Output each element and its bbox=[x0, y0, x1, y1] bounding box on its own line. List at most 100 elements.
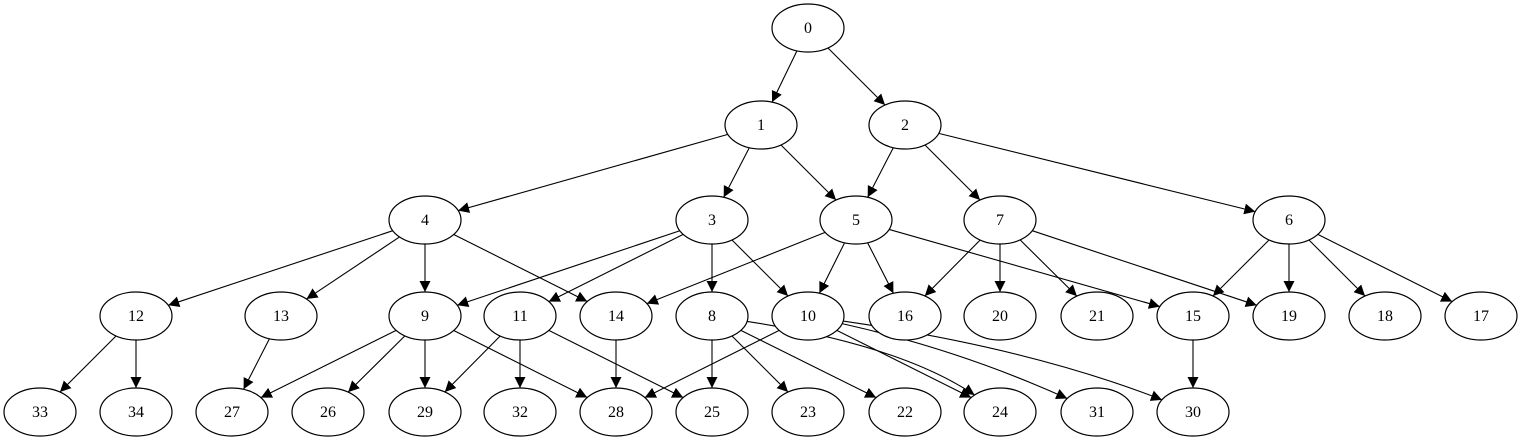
node-label: 10 bbox=[800, 308, 816, 325]
node-ellipse bbox=[868, 100, 942, 150]
edge-0-1 bbox=[771, 50, 798, 103]
node-ellipse bbox=[483, 387, 557, 437]
node-3: 3 bbox=[675, 195, 749, 245]
node-29: 29 bbox=[388, 387, 462, 437]
node-ellipse bbox=[1156, 387, 1230, 437]
node-label: 24 bbox=[992, 404, 1008, 421]
node-ellipse bbox=[963, 387, 1037, 437]
node-22: 22 bbox=[868, 387, 942, 437]
edge-3-9 bbox=[457, 230, 680, 307]
node-12: 12 bbox=[99, 291, 173, 341]
node-ellipse bbox=[3, 387, 77, 437]
edge-6-18 bbox=[1308, 239, 1366, 297]
node-ellipse bbox=[388, 195, 462, 245]
node-label: 26 bbox=[320, 404, 336, 421]
node-label: 33 bbox=[32, 404, 48, 421]
node-ellipse bbox=[675, 387, 749, 437]
edge-12-33 bbox=[59, 335, 117, 393]
node-ellipse bbox=[963, 291, 1037, 341]
node-ellipse bbox=[291, 387, 365, 437]
node-13: 13 bbox=[244, 291, 318, 341]
node-label: 6 bbox=[1285, 212, 1293, 229]
node-label: 21 bbox=[1089, 308, 1105, 325]
node-18: 18 bbox=[1348, 291, 1422, 341]
node-10: 10 bbox=[771, 291, 845, 341]
node-21: 21 bbox=[1060, 291, 1134, 341]
node-ellipse bbox=[868, 387, 942, 437]
node-34: 34 bbox=[99, 387, 173, 437]
edge-8-23 bbox=[731, 335, 789, 393]
node-label: 16 bbox=[897, 308, 913, 325]
node-24: 24 bbox=[963, 387, 1037, 437]
node-label: 5 bbox=[852, 212, 860, 229]
edge-4-14 bbox=[453, 233, 588, 303]
node-label: 8 bbox=[708, 308, 716, 325]
edge-2-6 bbox=[938, 132, 1256, 215]
node-label: 9 bbox=[421, 308, 429, 325]
node-ellipse bbox=[483, 291, 557, 341]
node-ellipse bbox=[1252, 291, 1326, 341]
edge-1-5 bbox=[780, 144, 837, 201]
edge-6-15 bbox=[1212, 239, 1270, 297]
node-ellipse bbox=[1060, 291, 1134, 341]
node-15: 15 bbox=[1156, 291, 1230, 341]
edge-10-28 bbox=[644, 329, 780, 399]
edge-10-24 bbox=[836, 329, 972, 399]
node-label: 12 bbox=[128, 308, 144, 325]
node-ellipse bbox=[1444, 291, 1518, 341]
node-25: 25 bbox=[675, 387, 749, 437]
edge-0-2 bbox=[827, 47, 886, 106]
node-8: 8 bbox=[675, 291, 749, 341]
node-ellipse bbox=[963, 195, 1037, 245]
edge-3-10 bbox=[731, 239, 789, 297]
node-ellipse bbox=[1252, 195, 1326, 245]
node-ellipse bbox=[99, 291, 173, 341]
node-label: 22 bbox=[897, 404, 913, 421]
node-label: 32 bbox=[512, 404, 528, 421]
edge-9-26 bbox=[347, 335, 406, 393]
node-30: 30 bbox=[1156, 387, 1230, 437]
node-label: 34 bbox=[128, 404, 144, 421]
edge-13-27 bbox=[243, 338, 270, 390]
node-label: 28 bbox=[608, 404, 624, 421]
node-ellipse bbox=[579, 387, 653, 437]
node-label: 4 bbox=[421, 212, 429, 229]
node-ellipse bbox=[244, 291, 318, 341]
edge-9-27 bbox=[260, 329, 397, 399]
node-label: 3 bbox=[708, 212, 716, 229]
node-17: 17 bbox=[1444, 291, 1518, 341]
edge-3-11 bbox=[548, 233, 684, 303]
edge-7-19 bbox=[1032, 230, 1257, 308]
node-1: 1 bbox=[724, 100, 798, 150]
edge-1-3 bbox=[723, 147, 750, 198]
node-ellipse bbox=[388, 387, 462, 437]
node-7: 7 bbox=[963, 195, 1037, 245]
node-23: 23 bbox=[771, 387, 845, 437]
edge-2-7 bbox=[924, 144, 981, 201]
node-4: 4 bbox=[388, 195, 462, 245]
node-31: 31 bbox=[1060, 387, 1134, 437]
node-9: 9 bbox=[388, 291, 462, 341]
edge-4-13 bbox=[306, 236, 400, 300]
node-ellipse bbox=[771, 291, 845, 341]
node-label: 20 bbox=[992, 308, 1008, 325]
node-ellipse bbox=[675, 291, 749, 341]
edge-2-5 bbox=[867, 147, 894, 198]
node-label: 1 bbox=[757, 117, 765, 134]
node-ellipse bbox=[771, 387, 845, 437]
node-label: 29 bbox=[417, 404, 433, 421]
node-ellipse bbox=[1348, 291, 1422, 341]
node-32: 32 bbox=[483, 387, 557, 437]
node-ellipse bbox=[195, 387, 269, 437]
node-ellipse bbox=[724, 100, 798, 150]
node-label: 31 bbox=[1089, 404, 1105, 421]
edge-5-14 bbox=[646, 231, 826, 305]
edge-10-31 bbox=[842, 323, 1068, 400]
node-ellipse bbox=[868, 291, 942, 341]
node-ellipse bbox=[1156, 291, 1230, 341]
node-label: 15 bbox=[1185, 308, 1201, 325]
node-label: 19 bbox=[1281, 308, 1297, 325]
node-label: 23 bbox=[800, 404, 816, 421]
edge-11-29 bbox=[444, 335, 501, 393]
